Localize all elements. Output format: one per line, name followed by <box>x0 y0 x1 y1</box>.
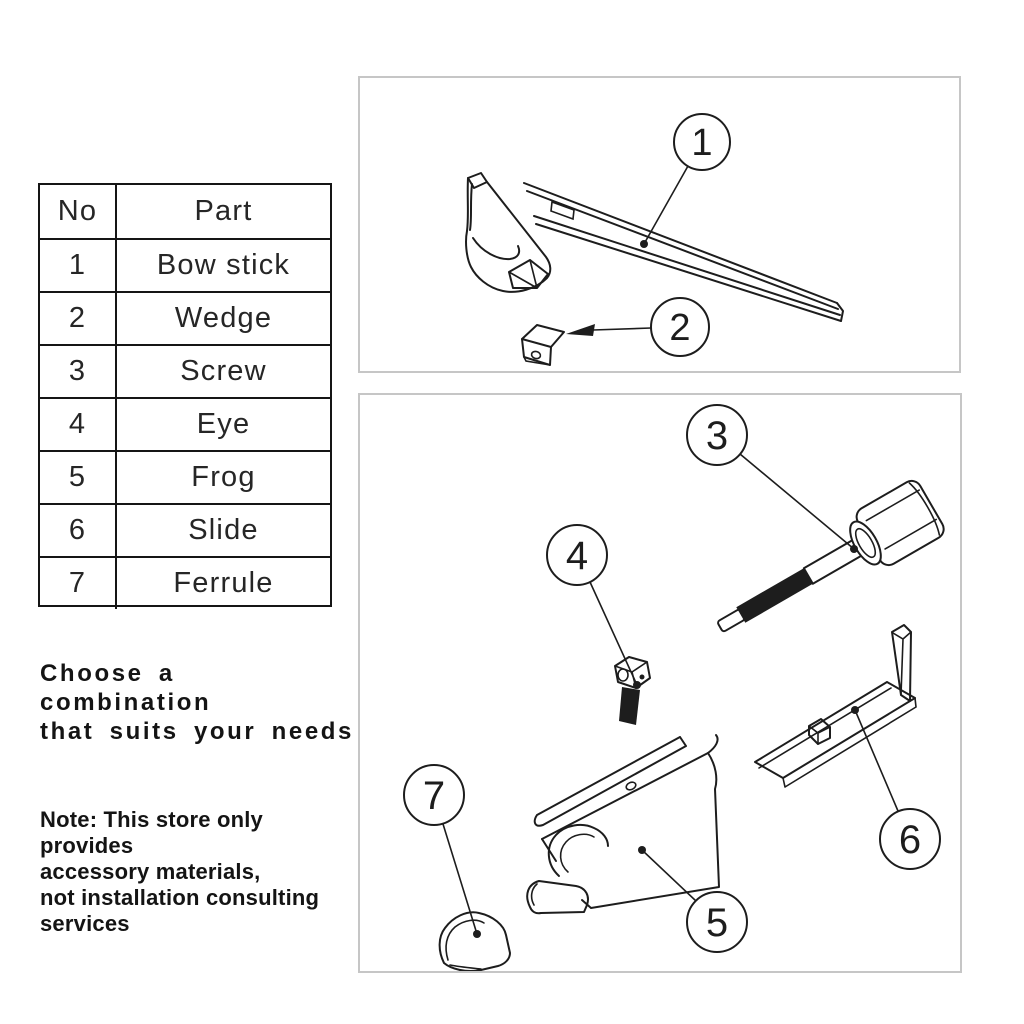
parts-table: No Part 1 Bow stick 2 Wedge 3 Screw 4 Ey… <box>38 183 332 609</box>
callout-4-label: 4 <box>566 534 588 578</box>
note-line1: Note: This store only provides <box>40 807 263 858</box>
frog-drawing <box>526 734 720 915</box>
table-header-part: Part <box>194 195 253 227</box>
bow-head-drawing <box>465 172 552 293</box>
callout-1: 1 <box>640 113 731 248</box>
callout-7: 7 <box>403 764 481 938</box>
tagline: Choose a combination that suits your nee… <box>40 659 360 746</box>
store-note: Note: This store only provides accessory… <box>40 807 360 937</box>
leader-dot <box>638 846 646 854</box>
table-cell-part: Eye <box>117 397 330 450</box>
note-line2: accessory materials, <box>40 859 261 884</box>
table-cell-part: Ferrule <box>117 556 330 609</box>
table-header-no: No <box>40 185 117 238</box>
bow-stick-drawing <box>523 182 844 322</box>
note-line4: services <box>40 911 130 936</box>
note-line3: not installation consulting <box>40 885 320 910</box>
callout-6-label: 6 <box>899 818 921 862</box>
diagram-box-bow-stick: 1 2 <box>358 76 961 373</box>
leader-dot <box>640 240 648 248</box>
leader-dot <box>850 545 858 553</box>
callout-5: 5 <box>638 846 748 953</box>
table-cell-part: Slide <box>117 503 330 556</box>
leader-dot <box>851 706 859 714</box>
table-cell-part: Frog <box>117 450 330 503</box>
table-cell-no: 5 <box>40 450 117 503</box>
wedge-drawing <box>521 324 565 366</box>
frog-assembly-diagram: 3 4 <box>403 404 945 971</box>
table-cell-no: 4 <box>40 397 117 450</box>
table-cell-no: 2 <box>40 291 117 344</box>
callout-1-label: 1 <box>691 122 712 164</box>
table-cell-part: Screw <box>117 344 330 397</box>
callout-3: 3 <box>686 404 858 553</box>
callout-4: 4 <box>546 524 641 689</box>
callout-7-label: 7 <box>423 774 445 818</box>
table-cell-part: Bow stick <box>117 238 330 291</box>
callout-3-label: 3 <box>706 414 728 458</box>
eye-drawing <box>614 656 651 725</box>
bow-stick-diagram: 1 2 <box>465 113 844 366</box>
table-cell-no: 3 <box>40 344 117 397</box>
table-cell-no: 7 <box>40 556 117 609</box>
ferrule-drawing <box>438 911 511 971</box>
callout-2-label: 2 <box>669 307 690 349</box>
screw-drawing <box>717 479 945 633</box>
tagline-line1: Choose a combination <box>40 660 212 716</box>
table-cell-part: Wedge <box>117 291 330 344</box>
tagline-line2: that suits your needs <box>40 718 354 745</box>
arrowhead <box>566 324 595 336</box>
callout-5-label: 5 <box>706 901 728 945</box>
leader-dot <box>633 681 641 689</box>
table-cell-no: 6 <box>40 503 117 556</box>
slide-drawing <box>754 624 917 788</box>
callout-2: 2 <box>566 297 710 357</box>
leader-dot <box>473 930 481 938</box>
diagram-box-frog-assembly: 3 4 <box>358 393 962 973</box>
callout-6: 6 <box>851 706 941 870</box>
table-cell-no: 1 <box>40 238 117 291</box>
